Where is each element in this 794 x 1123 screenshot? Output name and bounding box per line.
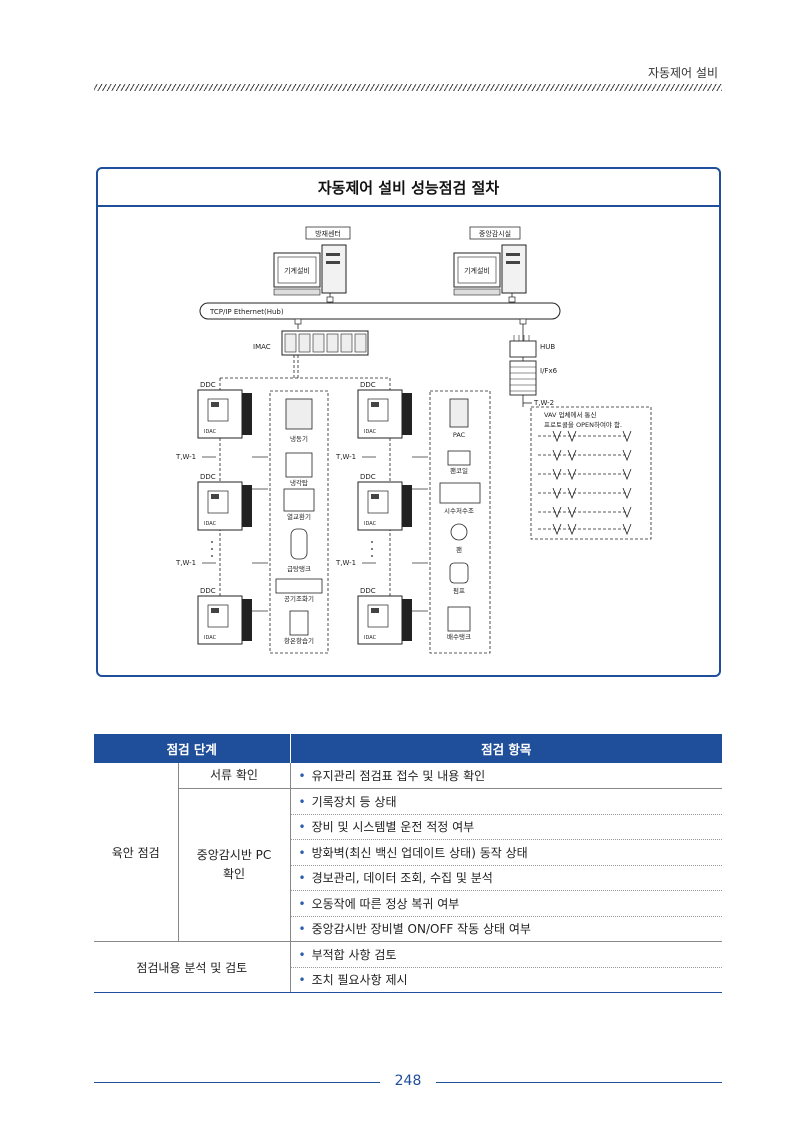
header-items: 점검 항목 — [289, 734, 722, 763]
pac-label: PAC — [453, 431, 466, 439]
table-item: •기록장치 등 상태 — [290, 788, 722, 815]
humidifier-icon — [289, 610, 309, 636]
footer-rule-left — [94, 1082, 380, 1083]
equipment-group-right — [429, 390, 491, 654]
cooling-tower-icon — [285, 452, 313, 478]
idac-label: IDAC — [204, 429, 217, 435]
water-tank-icon — [439, 482, 481, 504]
diagram-svg: 방재센터 중앙감시실 기계설비 기계설비 — [175, 226, 652, 654]
table-item: •부적합 사항 검토 — [290, 941, 722, 968]
table-item: •경보관리, 데이터 조회, 수집 및 분석 — [290, 865, 722, 891]
hot-water-tank-label: 급탕탱크 — [287, 564, 311, 573]
cooling-tower-label: 냉각탑 — [290, 478, 308, 487]
stage-analysis-review: 점검내용 분석 및 검토 — [94, 941, 291, 993]
stage-visual-inspection: 육안 점검 — [94, 763, 179, 942]
idac-label: IDAC — [364, 521, 377, 527]
chiller-label: 냉동기 — [290, 434, 308, 443]
water-tank-label: 시수저수조 — [444, 506, 474, 515]
heat-exchanger-label: 열교환기 — [287, 512, 311, 521]
fan-coil-icon — [447, 450, 471, 466]
label-box-center1 — [305, 226, 351, 240]
ddc-column-left: DDC IDAC T,W-1 DDC IDAC T,W-1 DDC — [175, 381, 252, 645]
center2-label: 중앙감시실 — [479, 229, 511, 238]
table-item: •조치 필요사항 제시 — [290, 967, 722, 993]
tw2-label: T,W-2 — [533, 399, 554, 407]
ddc-label: DDC — [200, 381, 216, 389]
vav-note-line2: 프로토콜을 OPEN하여야 함. — [544, 420, 622, 429]
hub-label: HUB — [540, 343, 555, 351]
idac-label: IDAC — [364, 635, 377, 641]
ddc-column-right: DDC IDAC T,W-1 DDC IDAC T,W-1 DDC — [335, 381, 412, 645]
fan-label: 팬 — [456, 545, 462, 554]
fan-coil-label: 팬코일 — [450, 466, 468, 475]
idac-label: IDAC — [204, 521, 217, 527]
vav-note-line1: VAV 업체에서 통신 — [544, 410, 597, 419]
table-item: •오동작에 따른 정상 복귀 여부 — [290, 890, 722, 917]
inspection-table: 점검 단계 점검 항목 육안 점검 서류 확인 •유지관리 점검표 접수 및 내… — [94, 734, 722, 993]
figure-title: 자동제어 설비 성능점검 절차 — [98, 169, 719, 207]
page-number: 248 — [394, 1073, 422, 1089]
workstation-2-icon — [453, 244, 527, 296]
footer-rule-right — [436, 1082, 722, 1083]
drain-tank-icon — [447, 606, 471, 632]
pac-icon — [449, 398, 469, 428]
sub-central-pc-check: 중앙감시반 PC 확인 — [178, 788, 291, 942]
ifx-label: I/Fx6 — [540, 367, 558, 375]
monitor2-label: 기계설비 — [464, 266, 490, 275]
fan-icon — [450, 523, 468, 541]
vav-group — [530, 406, 652, 540]
idac-label: IDAC — [204, 635, 217, 641]
sub-document-check: 서류 확인 — [178, 763, 291, 789]
center1-label: 방재센터 — [315, 229, 341, 238]
ahu-label: 공기조화기 — [284, 594, 314, 603]
chiller-icon — [285, 398, 313, 430]
ddc-label: DDC — [360, 587, 376, 595]
hot-water-tank-icon — [290, 528, 308, 560]
table-item: •장비 및 시스템별 운전 적정 여부 — [290, 814, 722, 840]
workstation-1-icon — [273, 244, 347, 296]
tw1-label: T,W-1 — [335, 453, 356, 461]
drain-tank-label: 배수탱크 — [447, 632, 471, 641]
table-item: •방화벽(최신 백신 업데이트 상태) 동작 상태 — [290, 839, 722, 866]
tw1-label: T,W-1 — [175, 453, 196, 461]
ddc-label: DDC — [360, 473, 376, 481]
interface-module — [509, 360, 537, 396]
ddc-label: DDC — [200, 587, 216, 595]
humidifier-label: 항온항습기 — [284, 636, 314, 645]
tw1-label: T,W-1 — [175, 559, 196, 567]
pump-icon — [449, 562, 469, 584]
running-header: 자동제어 설비 — [647, 66, 718, 80]
table-item: •유지관리 점검표 접수 및 내용 확인 — [290, 763, 722, 789]
idac-label: IDAC — [364, 429, 377, 435]
label-box-center2 — [469, 226, 521, 240]
heat-exchanger-icon — [283, 488, 315, 512]
ethernet-bus — [199, 302, 561, 320]
header-hatch-rule — [94, 84, 722, 91]
imac-label: IMAC — [253, 343, 271, 351]
table-item: •중앙감시반 장비별 ON/OFF 작동 상태 여부 — [290, 916, 722, 942]
vav-terminal-array — [538, 430, 632, 536]
ddc-label: DDC — [200, 473, 216, 481]
network-label: TCP/IP Ethernet(Hub) — [209, 308, 284, 316]
figure-frame: 자동제어 설비 성능점검 절차 방재센터 중앙감시실 기계설비 — [96, 167, 721, 677]
monitor1-label: 기계설비 — [284, 266, 310, 275]
ddc-label: DDC — [360, 381, 376, 389]
header-stage: 점검 단계 — [94, 734, 290, 763]
ahu-icon — [275, 578, 323, 594]
system-diagram: 방재센터 중앙감시실 기계설비 기계설비 — [98, 207, 719, 675]
tw1-label: T,W-1 — [335, 559, 356, 567]
pump-label: 펌프 — [453, 587, 465, 595]
imac-module-rack — [281, 330, 369, 356]
